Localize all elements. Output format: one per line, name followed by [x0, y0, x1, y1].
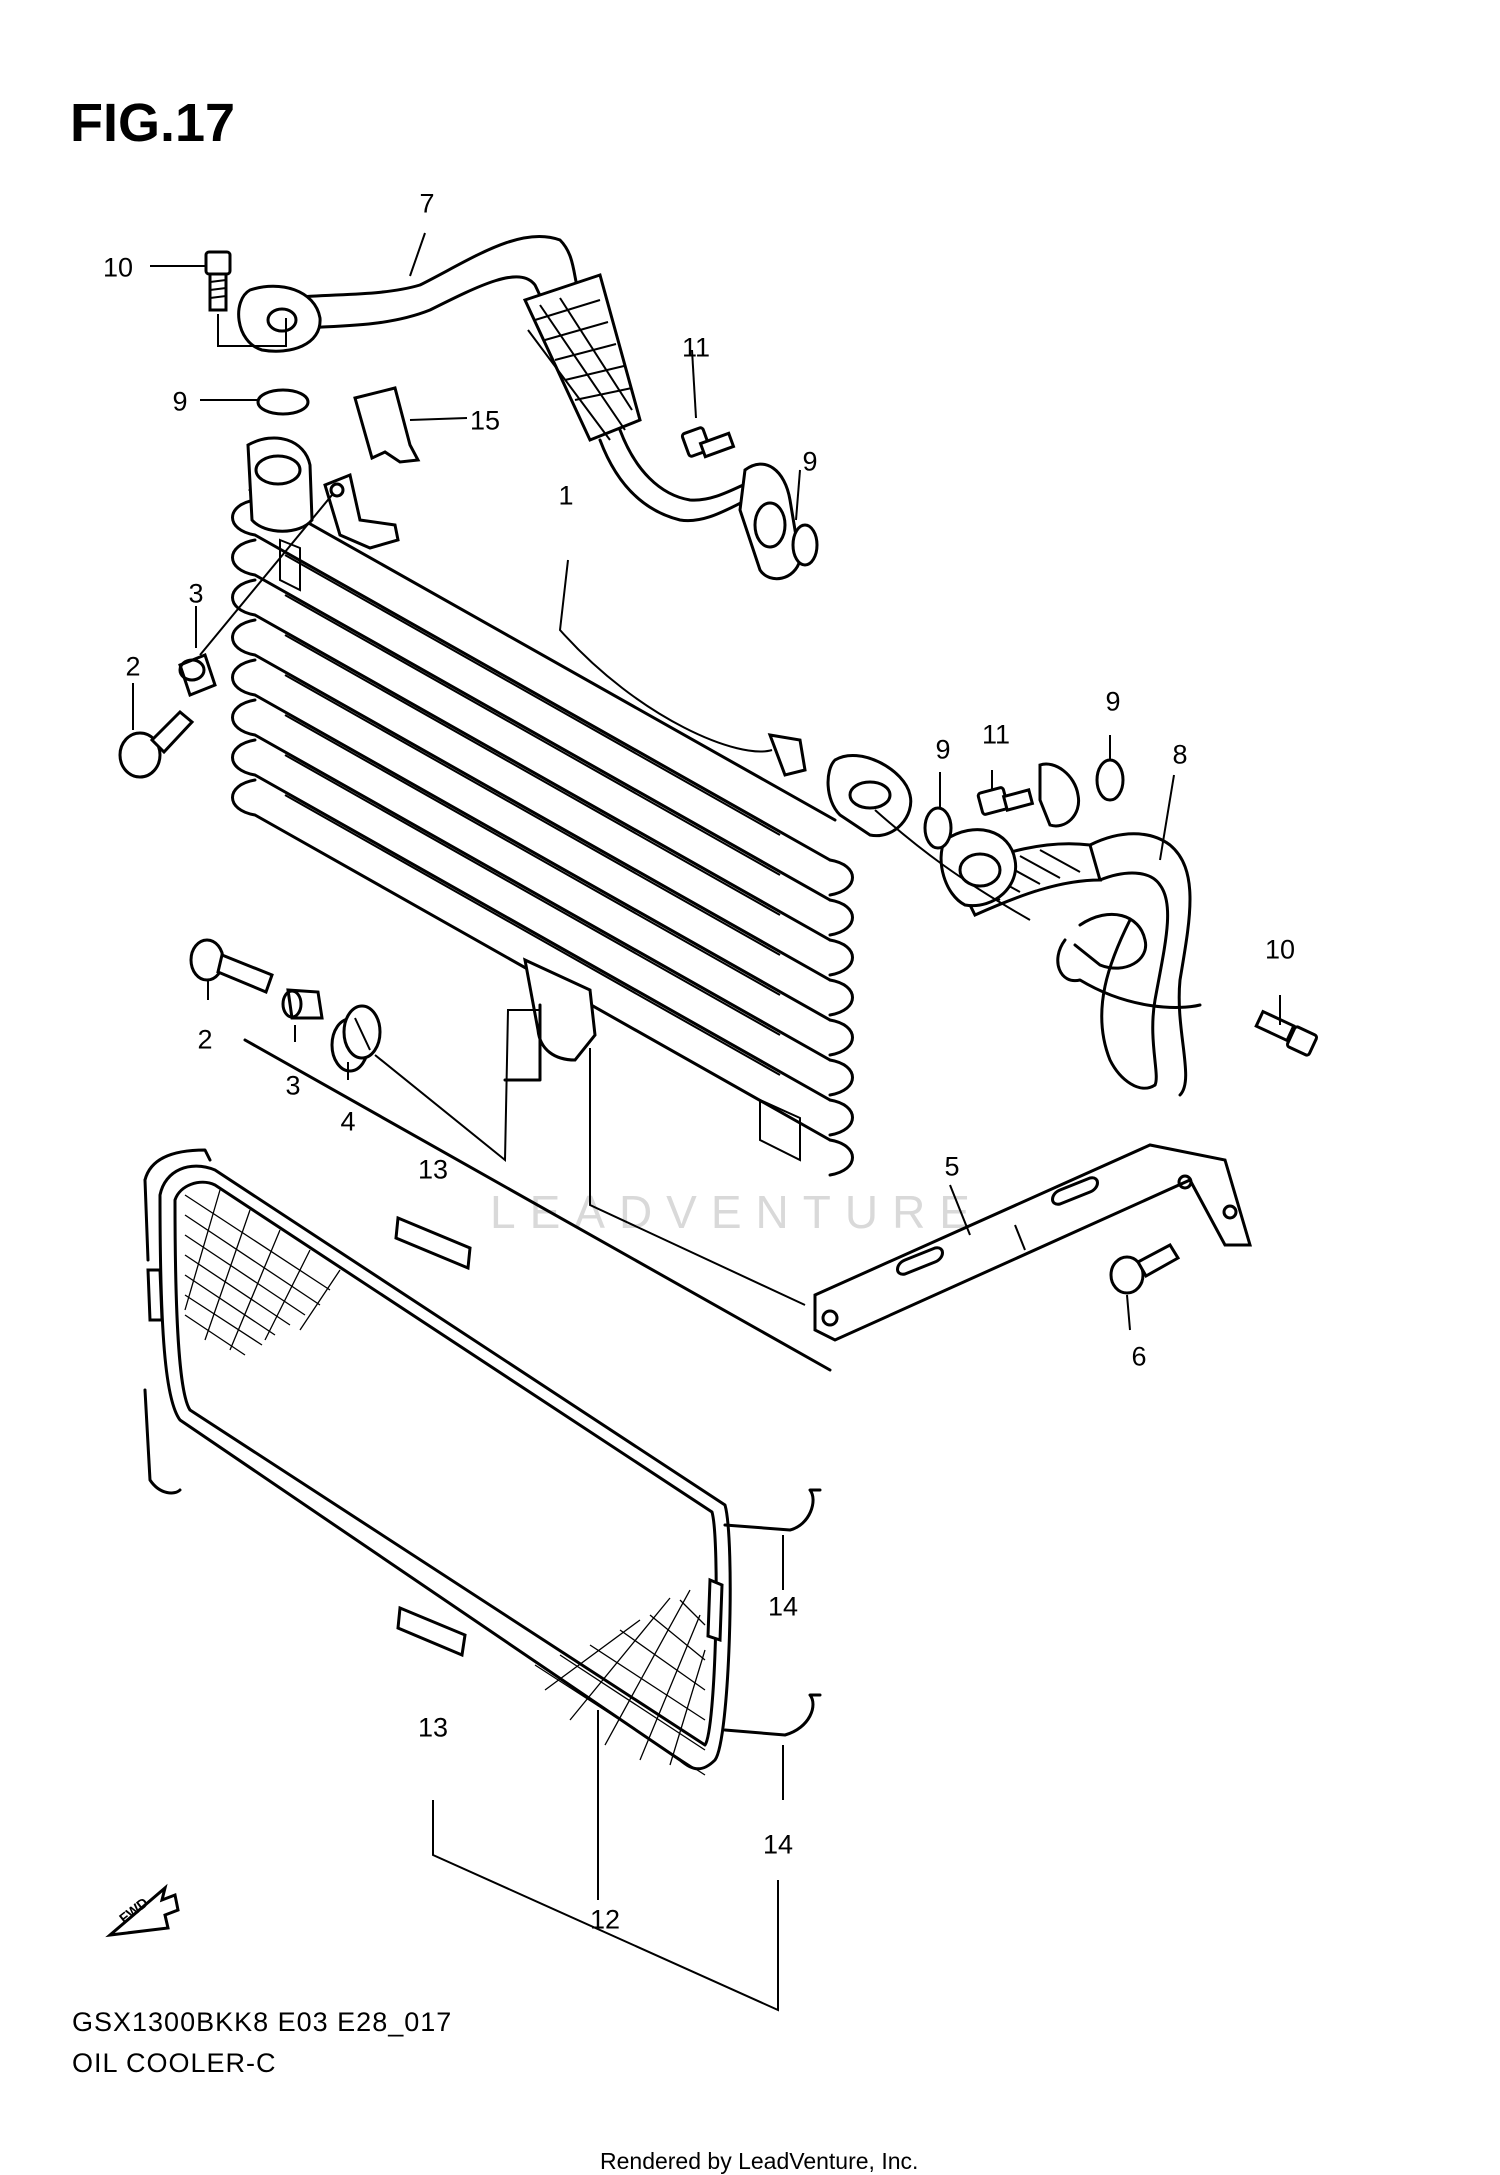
callout-part-10-lower: 10: [1264, 934, 1296, 965]
model-code: GSX1300BKK8 E03 E28_017: [72, 2007, 453, 2037]
callout-part-15: 15: [469, 405, 501, 436]
part-9-o-ring-lower-left[interactable]: [923, 806, 953, 850]
callout-part-13-lower: 13: [417, 1712, 449, 1743]
callout-part-9-lower-right: 9: [1105, 686, 1121, 717]
callout-part-2-lower: 2: [197, 1024, 213, 1055]
watermark-leadventure: LEADVENTURE: [490, 1186, 984, 1238]
callout-part-11-lower: 11: [981, 719, 1011, 750]
callout-part-9-right: 9: [802, 446, 818, 477]
callout-part-8: 8: [1172, 739, 1188, 770]
part-7-oil-hose[interactable]: [237, 234, 802, 581]
part-11-bolt-lower[interactable]: [976, 786, 1035, 816]
part-14-clip-upper[interactable]: [723, 1488, 822, 1532]
callout-part-7: 7: [419, 188, 435, 219]
part-6-bolt[interactable]: [1109, 1243, 1181, 1295]
part-3-collar-lower[interactable]: [281, 988, 324, 1020]
callout-part-3-lower: 3: [285, 1070, 301, 1101]
callout-part-2-upper: 2: [125, 651, 141, 682]
part-14-clip-lower[interactable]: [723, 1693, 822, 1737]
part-13-cushion-lower[interactable]: [396, 1605, 467, 1658]
leader-lines: [132, 232, 1281, 2012]
callout-part-9-lower-left: 9: [935, 734, 951, 765]
part-9-o-ring-lower-right[interactable]: [1095, 758, 1125, 802]
callout-part-10-upper: 10: [102, 252, 134, 283]
part-11-bolt-upper[interactable]: [680, 426, 736, 459]
fwd-arrow-icon: FWD: [105, 1883, 180, 1938]
part-10-bolt-upper[interactable]: [204, 250, 232, 312]
part-15-clip[interactable]: [353, 386, 421, 464]
callout-part-12: 12: [589, 1904, 621, 1935]
callout-part-11-upper: 11: [681, 332, 711, 363]
part-2-bolt-upper[interactable]: [118, 709, 195, 779]
part-10-bolt-lower[interactable]: [1254, 1009, 1319, 1057]
part-9-o-ring-upper[interactable]: [256, 388, 310, 416]
figure-title: FIG.17: [70, 93, 236, 153]
callout-part-3-upper: 3: [188, 578, 204, 609]
rendered-by-credit: Rendered by LeadVenture, Inc.: [600, 2148, 919, 2174]
callout-part-14-upper: 14: [767, 1591, 799, 1622]
part-5-bracket[interactable]: [813, 1143, 1253, 1342]
part-2-bolt-lower[interactable]: [189, 938, 274, 994]
section-name: OIL COOLER-C: [72, 2048, 277, 2078]
callout-part-13-upper: 13: [417, 1154, 449, 1185]
callout-part-5: 5: [944, 1151, 960, 1182]
part-8-oil-hose[interactable]: [939, 762, 1202, 1097]
callout-part-14-lower: 14: [762, 1829, 794, 1860]
callout-part-6: 6: [1131, 1341, 1147, 1372]
part-12-oil-cooler-guard[interactable]: [143, 1148, 732, 1776]
callout-part-1: 1: [558, 480, 574, 511]
part-9-o-ring-right-upper[interactable]: [791, 523, 819, 567]
part-3-collar-upper[interactable]: [178, 653, 217, 697]
part-13-cushion-upper[interactable]: [394, 1215, 472, 1271]
callout-part-4: 4: [340, 1106, 356, 1137]
callout-part-9-upper: 9: [172, 386, 188, 417]
part-1-oil-cooler-core[interactable]: [231, 436, 913, 1372]
part-4-grommet[interactable]: [330, 1004, 382, 1073]
